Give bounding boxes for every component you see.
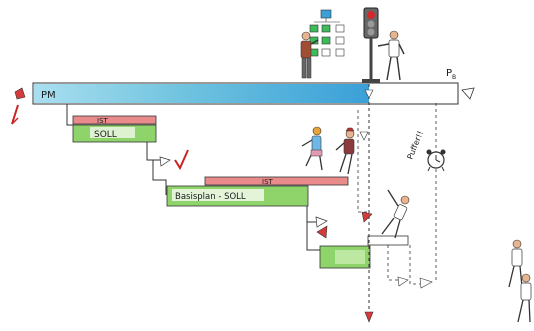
traffic-light-icon <box>362 7 380 83</box>
person-icon <box>377 30 405 81</box>
alarm-clock-icon <box>426 149 446 172</box>
buffer-line <box>357 110 368 213</box>
pb-subscript: B <box>452 74 456 81</box>
red-check-mark <box>174 149 189 171</box>
ist-bar-1 <box>72 115 157 125</box>
arrow-marker-icon <box>361 211 373 223</box>
person-icon <box>300 31 319 79</box>
task-2-group: IST Basisplan - SOLL <box>166 176 349 207</box>
arrow-marker-icon <box>315 216 328 228</box>
arrow-marker-icon <box>359 131 369 141</box>
soll-label-1: SOLL <box>94 130 117 140</box>
buffer-line-2 <box>387 245 400 281</box>
third-soll-shade <box>335 250 365 264</box>
buffer-line-3 <box>409 245 420 285</box>
basisplan-highlight <box>172 189 264 201</box>
ist-bar-2 <box>204 176 349 186</box>
person-icon <box>517 273 532 323</box>
pm-bar-group: PM P B <box>32 68 459 105</box>
arrow-marker-icon <box>364 89 374 99</box>
ist-label-2: IST <box>262 178 274 186</box>
task-1-group: IST SOLL <box>72 115 157 143</box>
pb-label: P <box>446 68 452 79</box>
arrow-marker-icon <box>397 276 409 287</box>
task-3-group <box>319 235 409 269</box>
flowchart-board-icon <box>309 9 345 57</box>
person-icon <box>301 126 323 171</box>
connector-pm-soll <box>66 104 73 126</box>
connector-soll-basis <box>146 142 160 161</box>
arrow-marker-icon <box>461 87 475 100</box>
person-icon <box>508 239 523 288</box>
arrow-marker-icon <box>419 277 433 289</box>
basisplan-label: Basisplan - SOLL <box>175 192 246 202</box>
connector-third-down <box>306 222 320 251</box>
soll-bar-1-highlight <box>90 127 135 138</box>
ist-label-1: IST <box>97 117 109 125</box>
person-icon <box>381 189 410 239</box>
arrow-marker-icon <box>316 225 328 239</box>
third-bar-outline <box>367 235 409 246</box>
person-icon <box>335 127 355 175</box>
arrow-marker-icon <box>11 87 26 125</box>
puffer-label: Puffer!! <box>406 130 426 161</box>
pm-bar-fill <box>34 84 369 103</box>
connector-basis-third <box>306 206 316 223</box>
arrow-marker-icon <box>159 156 171 167</box>
pm-label: PM <box>41 90 56 101</box>
connector-basis-down <box>152 160 167 195</box>
arrow-marker-icon <box>364 311 374 323</box>
